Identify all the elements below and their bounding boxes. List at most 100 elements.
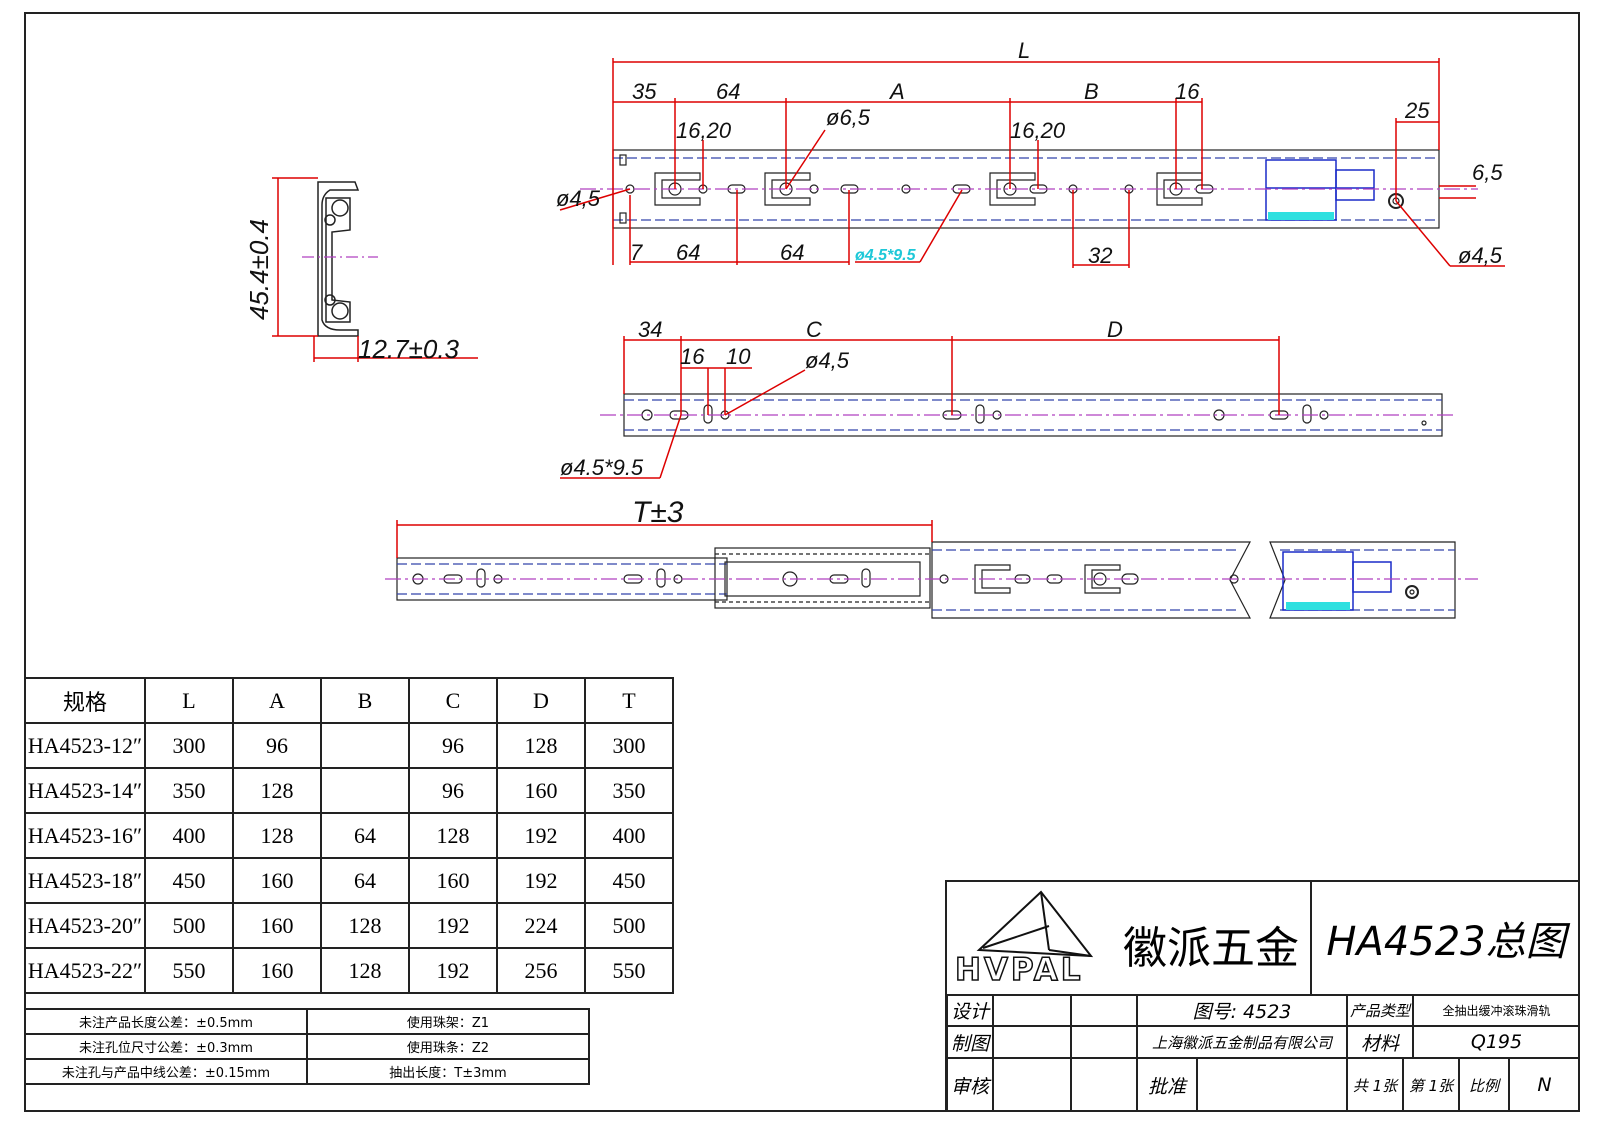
- cell-B: 128: [320, 947, 410, 994]
- material-label: 材料: [1347, 1026, 1413, 1058]
- drawing-number: 图号: 4523: [1137, 994, 1347, 1026]
- dim-16-20-left: 16,20: [676, 118, 732, 143]
- cell-T: 300: [584, 722, 674, 769]
- scale-label: 比例: [1459, 1058, 1509, 1112]
- scale-value: N: [1509, 1058, 1580, 1112]
- spec-header-C: C: [408, 677, 498, 724]
- cell-D: 128: [496, 722, 586, 769]
- cell-T: 350: [584, 767, 674, 814]
- draw-date: [1071, 1026, 1137, 1058]
- profile-view: [317, 181, 360, 337]
- cell-T: 450: [584, 857, 674, 904]
- review-date: [1071, 1058, 1137, 1112]
- dim-16-top: 16: [1175, 79, 1200, 104]
- cell-B: 128: [320, 902, 410, 949]
- dim-D: D: [1107, 317, 1123, 342]
- note-tolerance: 未注产品长度公差：±0.5mm: [24, 1008, 308, 1035]
- notes-table: 未注产品长度公差：±0.5mm 使用珠架：Z1 未注孔位尺寸公差：±0.3mm …: [24, 1008, 590, 1085]
- cell-D: 192: [496, 857, 586, 904]
- cell-D: 192: [496, 812, 586, 859]
- brand-cn: 徽派五金: [1123, 923, 1299, 974]
- table-row: 未注孔位尺寸公差：±0.3mm 使用珠条：Z2: [24, 1033, 590, 1060]
- total-sheets: 共 1张: [1347, 1058, 1403, 1112]
- spec-header-T: T: [584, 677, 674, 724]
- cell-L: 500: [144, 902, 234, 949]
- dim-6-5: 6,5: [1472, 160, 1503, 185]
- cell-B: 64: [320, 857, 410, 904]
- cell-model: HA4523-18″: [24, 857, 146, 904]
- cell-L: 300: [144, 722, 234, 769]
- cell-A: 160: [232, 902, 322, 949]
- cell-C: 96: [408, 767, 498, 814]
- cell-model: HA4523-12″: [24, 722, 146, 769]
- dim-32: 32: [1088, 243, 1112, 268]
- cell-L: 450: [144, 857, 234, 904]
- dim-phi4-5-right: ø4,5: [1458, 243, 1503, 268]
- cell-C: 192: [408, 947, 498, 994]
- dim-64-bottom-1: 64: [676, 240, 700, 265]
- cell-model: HA4523-14″: [24, 767, 146, 814]
- cell-C: 96: [408, 722, 498, 769]
- table-row: HA4523-12″ 300 96 96 128 300: [24, 722, 674, 769]
- dim-slot-cyan: ø4.5*9.5: [855, 247, 917, 264]
- cell-A: 128: [232, 767, 322, 814]
- cell-C: 128: [408, 812, 498, 859]
- review-label: 审核: [947, 1058, 993, 1112]
- material-value: Q195: [1413, 1026, 1580, 1058]
- product-type-value: 全抽出缓冲滚珠滑轨: [1413, 994, 1580, 1026]
- table-row: HA4523-18″ 450 160 64 160 192 450: [24, 857, 674, 904]
- dim-slot-mid: ø4.5*9.5: [560, 455, 644, 480]
- dim-16-mid: 16: [680, 344, 705, 369]
- cell-T: 500: [584, 902, 674, 949]
- product-type-label: 产品类型: [1347, 994, 1413, 1026]
- table-row: HA4523-16″ 400 128 64 128 192 400: [24, 812, 674, 859]
- assembly-dims: [396, 520, 933, 558]
- draw-label: 制图: [947, 1026, 993, 1058]
- company-name: 上海徽派五金制品有限公司: [1137, 1026, 1347, 1058]
- dim-phi4-5-left: ø4,5: [556, 186, 601, 211]
- cell-A: 160: [232, 947, 322, 994]
- dim-25: 25: [1404, 98, 1430, 123]
- profile-dims: [272, 177, 478, 362]
- cell-D: 224: [496, 902, 586, 949]
- profile-height-label: 45.4±0.4: [244, 219, 274, 320]
- approve-label: 批准: [1137, 1058, 1197, 1112]
- cell-model: HA4523-22″: [24, 947, 146, 994]
- dim-B: B: [1084, 79, 1099, 104]
- brand-latin: HVPAL: [954, 951, 1084, 989]
- cell-D: 256: [496, 947, 586, 994]
- dim-phi4-5-mid: ø4,5: [805, 348, 850, 373]
- sheet-number: 第 1张: [1403, 1058, 1459, 1112]
- table-row: HA4523-14″ 350 128 96 160 350: [24, 767, 674, 814]
- cell-A: 128: [232, 812, 322, 859]
- note-spec: 抽出长度：T±3mm: [306, 1058, 590, 1085]
- assembly-view: [396, 541, 1456, 619]
- cell-model: HA4523-16″: [24, 812, 146, 859]
- cell-T: 400: [584, 812, 674, 859]
- title-block: HVPAL 徽派五金 HA4523总图 设计 制图 审核 图号: 4523 上海…: [945, 880, 1580, 1112]
- dim-L: L: [1018, 38, 1030, 63]
- design-date: [1071, 994, 1137, 1026]
- spec-header-D: D: [496, 677, 586, 724]
- dim-10: 10: [726, 344, 751, 369]
- dim-A: A: [888, 79, 905, 104]
- cell-L: 400: [144, 812, 234, 859]
- table-row: 未注孔与产品中线公差：±0.15mm 抽出长度：T±3mm: [24, 1058, 590, 1085]
- cell-C: 192: [408, 902, 498, 949]
- dim-35: 35: [632, 79, 657, 104]
- spec-header-A: A: [232, 677, 322, 724]
- table-row: 未注产品长度公差：±0.5mm 使用珠架：Z1: [24, 1008, 590, 1035]
- design-value: [993, 994, 1071, 1026]
- note-tolerance: 未注孔与产品中线公差：±0.15mm: [24, 1058, 308, 1085]
- dim-phi6-5: ø6,5: [826, 105, 871, 130]
- note-tolerance: 未注孔位尺寸公差：±0.3mm: [24, 1033, 308, 1060]
- design-label: 设计: [947, 994, 993, 1026]
- cell-D: 160: [496, 767, 586, 814]
- spec-table: 规格 L A B C D T HA4523-12″ 300 96 96 128 …: [24, 677, 674, 994]
- cell-L: 550: [144, 947, 234, 994]
- table-row: HA4523-20″ 500 160 128 192 224 500: [24, 902, 674, 949]
- dim-7: 7: [630, 240, 643, 265]
- dim-64-top: 64: [716, 79, 740, 104]
- cell-B: 64: [320, 812, 410, 859]
